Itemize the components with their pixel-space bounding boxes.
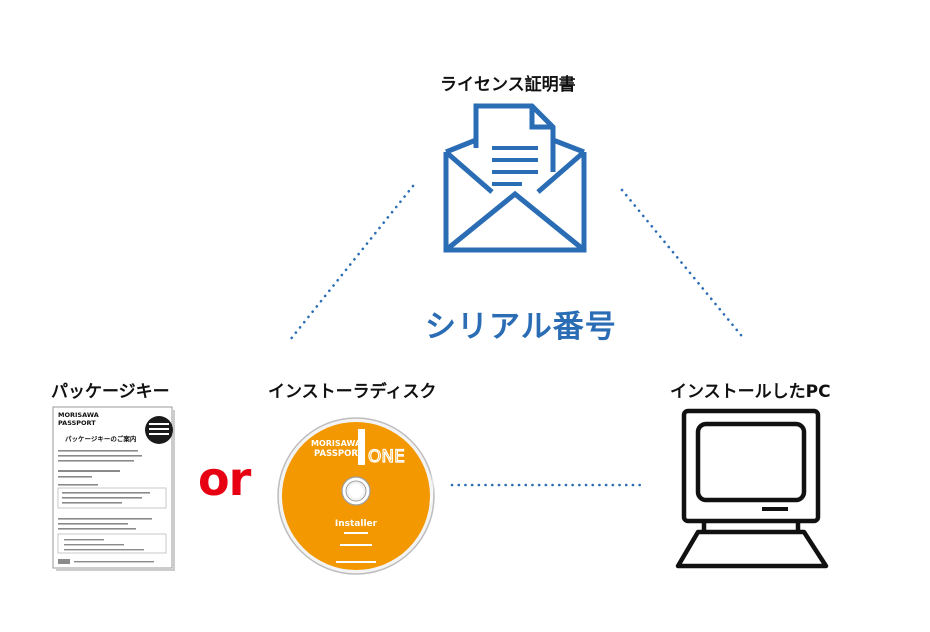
installed-pc-label: インストールしたPC — [670, 382, 831, 402]
connector-left — [288, 184, 415, 342]
envelope-letter-icon — [443, 103, 587, 253]
connector-right — [620, 188, 747, 342]
cd-disc-icon: MORISAWA PASSPORT ONE Installer — [277, 417, 435, 575]
computer-icon — [675, 408, 829, 569]
document-icon: MORISAWA PASSPORT パッケージキーのご案内 — [52, 406, 175, 571]
license-certificate-label: ライセンス証明書 — [440, 75, 576, 95]
disc-installer: Installer — [335, 519, 378, 529]
serial-number-label: シリアル番号 — [425, 309, 617, 345]
doc-heading: パッケージキーのご案内 — [65, 434, 136, 443]
disc-brand-line1: MORISAWA — [311, 439, 362, 448]
disc-brand-line2: PASSPORT — [314, 449, 364, 459]
disc-product: ONE — [368, 447, 405, 467]
or-text: or — [198, 452, 251, 506]
doc-brand-line2: PASSPORT — [58, 419, 96, 427]
package-key-label: パッケージキー — [51, 382, 170, 402]
doc-brand-line1: MORISAWA — [58, 411, 99, 419]
installer-disk-label: インストーラディスク — [268, 382, 437, 402]
